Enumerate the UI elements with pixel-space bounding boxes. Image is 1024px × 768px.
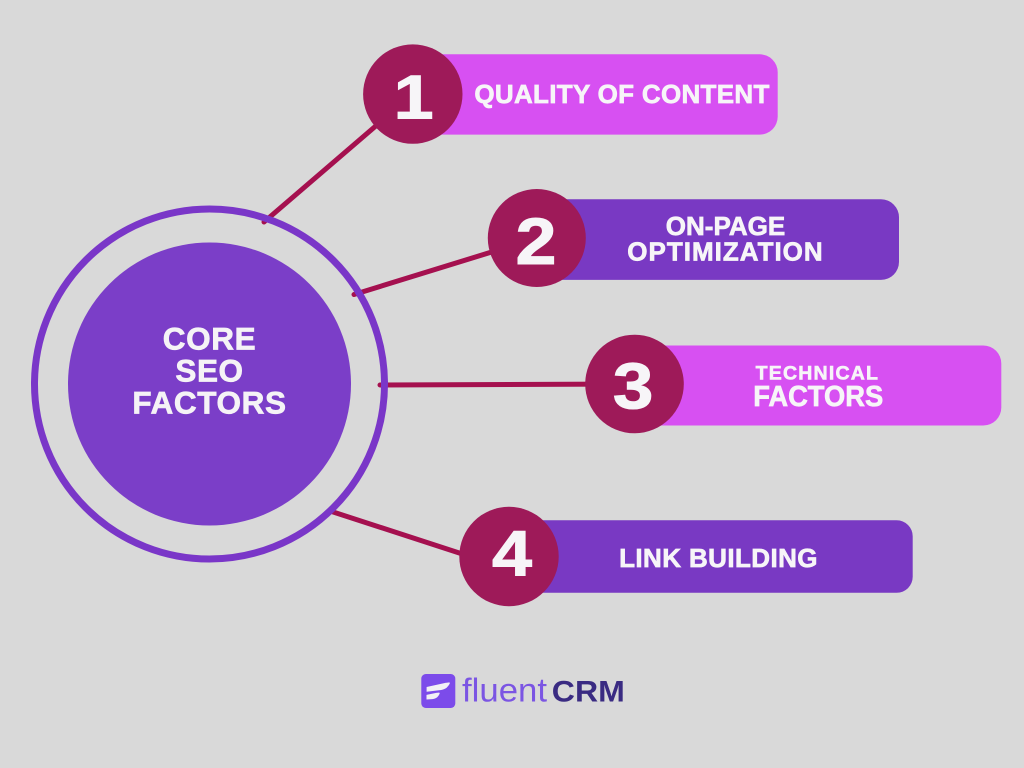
svg-text:OPTIMIZATION: OPTIMIZATION [627, 236, 823, 266]
svg-text:FACTORS: FACTORS [132, 384, 286, 420]
svg-text:CRM: CRM [552, 675, 625, 708]
svg-text:QUALITY OF CONTENT: QUALITY OF CONTENT [474, 79, 769, 109]
svg-text:CORE: CORE [163, 320, 256, 356]
svg-text:ON-PAGE: ON-PAGE [666, 211, 785, 241]
svg-text:4: 4 [492, 517, 532, 589]
svg-text:LINK BUILDING: LINK BUILDING [619, 543, 818, 573]
svg-text:1: 1 [394, 64, 434, 133]
svg-text:TECHNICAL: TECHNICAL [756, 362, 879, 384]
svg-text:FACTORS: FACTORS [753, 381, 883, 413]
svg-text:2: 2 [516, 204, 557, 278]
svg-text:fluent: fluent [462, 671, 547, 708]
svg-text:3: 3 [613, 349, 654, 422]
svg-text:SEO: SEO [175, 353, 243, 389]
